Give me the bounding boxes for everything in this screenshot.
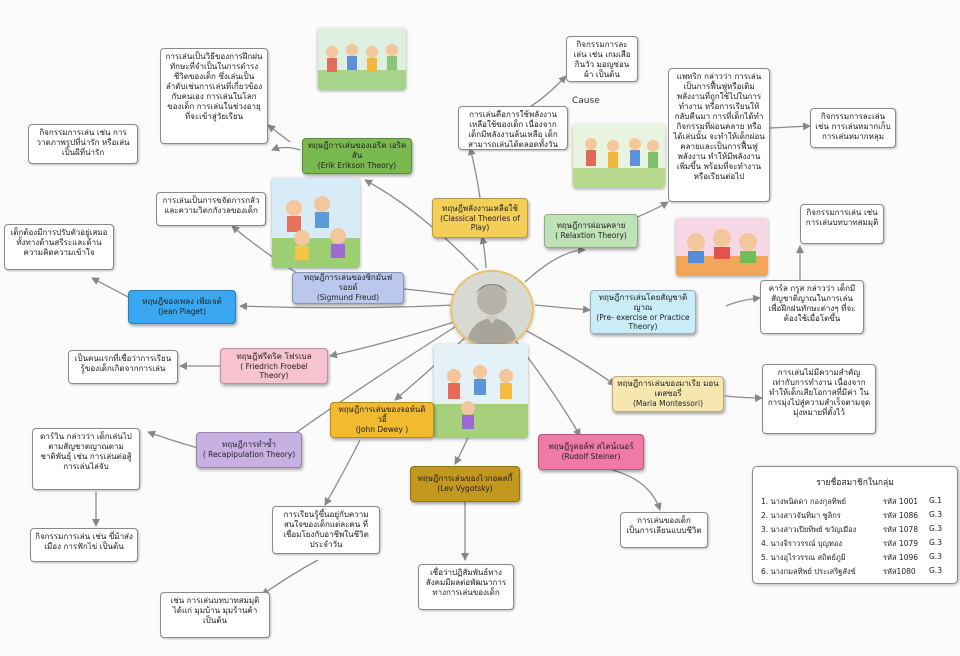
note-preexercise-activity: กิจกรรมการเล่น เช่น การเล่นบทบาทสมมุติ: [800, 204, 884, 244]
theory-relaxation-title: ทฤษฎีการผ่อนคลาย: [556, 221, 626, 231]
member-row: 6. นางกมลทิพย์ ประเสริฐสังข์ รหัส1080 G.…: [753, 565, 957, 579]
theory-piaget-subtitle: (Jean Piaget): [158, 307, 206, 317]
theory-froebel-subtitle: ( Friedrich Froebel Theory): [240, 361, 308, 380]
note-montessori-main: การเล่นไม่มีความสำคัญเท่ากับการทำงาน เนื…: [762, 364, 876, 434]
note-recap-activity: กิจกรรมการเล่น เช่น ขี่ม้าส่งเมือง การฟั…: [30, 528, 138, 562]
note-erikson-activity: กิจกรรมการเล่น เช่น การวาดภาพรูปที่น่ารั…: [28, 124, 138, 164]
member-row: 1. นางพนิดดา กองกุลทิพย์ รหัส 1001 G.1: [753, 495, 957, 509]
member-row: 4. นางจิราวรรณ์ บุญทอง รหัส 1079 G.3: [753, 537, 957, 551]
theory-piaget-title: ทฤษฎีของเพลง เพียเจต์: [142, 297, 222, 307]
member-row: 3. นางสาวเปียทิพย์ ขวัญเมือง รหัส 1078 G…: [753, 523, 957, 537]
theory-preexercise-subtitle: (Pre- exercise or Practice Theory): [596, 312, 690, 331]
center-portrait-image: [452, 272, 532, 346]
member-row: 2. นางสาวจันทิมา ชูลิกร รหัส 1086 G.3: [753, 509, 957, 523]
theory-classical-subtitle: (Classical Theories of Play): [440, 213, 520, 232]
note-froebel-main: เป็นคนแรกที่เชื่อว่าการเรียนรู้ของเด็กเก…: [68, 350, 178, 384]
note-freud-main: การเล่นเป็นการขจัดการกลัว และความวิตกกัง…: [156, 192, 266, 226]
note-relaxation-main: แพทริก กล่าวว่า การเล่นเป็นการฟื้นฟูหรือ…: [668, 68, 770, 202]
theory-dewey-title: ทฤษฎีการเล่นของจอห์นดิวอี้: [338, 405, 426, 425]
theory-recapitulation-subtitle: ( Recapipulation Theory): [202, 450, 296, 460]
member-code: รหัส 1096: [883, 553, 919, 562]
theory-relaxation[interactable]: ทฤษฎีการผ่อนคลาย ( Relaxtion Theory): [544, 214, 638, 248]
member-code: รหัส 1079: [883, 539, 919, 548]
member-group: G.3: [929, 538, 942, 547]
member-group: G.1: [929, 496, 942, 505]
theory-steiner-subtitle: (Rudolf Steiner): [561, 452, 621, 462]
puppet-show-illustration: [676, 218, 768, 276]
children-playing-illustration: [318, 28, 406, 90]
note-dewey-main: การเรียนรู้ขึ้นอยู่กับความสนใจของเด็กแต่…: [272, 506, 380, 554]
theory-froebel-title: ทฤษฎีฟรีดริค โฟรเบล: [236, 351, 312, 361]
theory-steiner-title: ทฤษฎีรูดอล์ฟ สไตน์เนอร์: [548, 442, 634, 452]
note-dewey-activity: เช่น การเล่นบทบาทสมมุติได้แก่ มุมบ้าน มุ…: [160, 592, 270, 638]
theory-montessori-subtitle: (Maria Montessori): [632, 399, 703, 409]
member-name: 4. นางจิราวรรณ์ บุญทอง: [761, 539, 843, 548]
theory-dewey-subtitle: (John Dewey ): [355, 425, 409, 435]
theory-freud[interactable]: ทฤษฎีการเล่นของซิกมันฟรอยด์ (Sigmund Fre…: [292, 272, 404, 304]
member-name: 1. นางพนิดดา กองกุลทิพย์: [761, 497, 847, 506]
theory-freud-subtitle: (Sigmund Freud): [316, 293, 380, 303]
children-group-illustration: [272, 178, 360, 268]
member-code: รหัส1080: [883, 567, 916, 576]
theory-erikson-title: ทฤษฎีการเล่นของเอริค เอริคสัน: [307, 141, 407, 161]
note-relaxation-activity: กิจกรรมการละเล่น เช่น การเล่นหมากเก็บ กา…: [810, 108, 896, 148]
note-classical-main: การเล่นคือการใช้พลังงานเหลือใช้ของเด็ก เ…: [458, 106, 568, 150]
member-group: G.3: [929, 510, 942, 519]
member-code: รหัส 1078: [883, 525, 919, 534]
member-name: 2. นางสาวจันทิมา ชูลิกร: [761, 511, 841, 520]
note-preexercise-main: คาร์ล กรูส กล่าวว่า เด็กมีสัญชาติญาณในกา…: [760, 280, 864, 334]
members-title: รายชื่อสมาชิกในกลุ่ม: [816, 478, 894, 488]
theory-classical[interactable]: ทฤษฎีพลังงานเหลือใช้ (Classical Theories…: [432, 198, 528, 238]
theory-recapitulation-title: ทฤษฎีการทำซ้ำ: [221, 440, 277, 450]
note-vygotsky-main: เชื่อว่าปฏิสัมพันธ์ทางสังคมมีผลต่อพัฒนาก…: [418, 564, 514, 610]
theory-erikson-subtitle: (Erik Erikson Theory): [317, 161, 397, 171]
member-name: 3. นางสาวเปียทิพย์ ขวัญเมือง: [761, 525, 857, 534]
note-steiner-main: การเล่นของเด็กเป็นการเลียนแบบชีวิต: [620, 512, 708, 548]
theory-preexercise-title: ทฤษฎีการเล่นโดยสัญชาติญาณ: [598, 292, 688, 312]
theory-preexercise[interactable]: ทฤษฎีการเล่นโดยสัญชาติญาณ (Pre- exercise…: [590, 290, 696, 334]
group-members-panel: รายชื่อสมาชิกในกลุ่ม 1. นางพนิดดา กองกุล…: [752, 466, 958, 584]
theory-relaxation-subtitle: ( Relaxtion Theory): [555, 231, 627, 241]
theory-erikson[interactable]: ทฤษฎีการเล่นของเอริค เอริคสัน (Erik Erik…: [302, 138, 412, 174]
theory-vygotsky[interactable]: ทฤษฎีการเล่นของไวกอตสกี้ (Lev Vygotsky): [410, 466, 520, 502]
note-recap-main: ดาร์วิน กล่าวว่า เด็กเล่นไปตามสัญชาตญาณต…: [32, 428, 140, 490]
member-group: G.3: [929, 524, 942, 533]
member-code: รหัส 1086: [883, 511, 919, 520]
member-name: 6. นางกมลทิพย์ ประเสริฐสังข์: [761, 567, 856, 576]
theory-froebel[interactable]: ทฤษฎีฟรีดริค โฟรเบล ( Friedrich Froebel …: [220, 348, 328, 384]
member-code: รหัส 1001: [883, 497, 919, 506]
member-row: 5. นางอุไรวรรณ สถิตย์ภูมิ รหัส 1096 G.3: [753, 551, 957, 565]
member-group: G.3: [929, 552, 942, 561]
theory-classical-title: ทฤษฎีพลังงานเหลือใช้: [442, 203, 518, 213]
note-erikson-main: การเล่นเป็นวิธีของการฝึกฝนทักษะที่จำเป็น…: [160, 48, 268, 144]
theory-piaget[interactable]: ทฤษฎีของเพลง เพียเจต์ (Jean Piaget): [128, 290, 236, 324]
theory-recapitulation[interactable]: ทฤษฎีการทำซ้ำ ( Recapipulation Theory): [196, 432, 302, 468]
theory-freud-title: ทฤษฎีการเล่นของซิกมันฟรอยด์: [303, 273, 393, 293]
cause-label: Cause: [572, 96, 600, 106]
theory-vygotsky-subtitle: (Lev Vygotsky): [437, 484, 493, 494]
theory-steiner[interactable]: ทฤษฎีรูดอล์ฟ สไตน์เนอร์ (Rudolf Steiner): [538, 434, 644, 470]
note-classical-activity: กิจกรรมการละเล่น เช่น เกมเสือกินวัว มอญซ…: [566, 36, 638, 82]
theory-montessori[interactable]: ทฤษฎีการเล่นของมาเรีย มอนเตสซอรี่ (Maria…: [612, 376, 724, 412]
note-piaget-main: เด็กต้องมีการปรับตัวอยู่เสมอทั้งทางด้านส…: [4, 224, 114, 270]
outdoor-play-illustration: [434, 344, 528, 438]
member-group: G.3: [929, 566, 942, 575]
kids-game-illustration: [573, 124, 665, 188]
theory-montessori-title: ทฤษฎีการเล่นของมาเรีย มอนเตสซอรี่: [617, 379, 719, 399]
theory-vygotsky-title: ทฤษฎีการเล่นของไวกอตสกี้: [417, 474, 513, 484]
member-name: 5. นางอุไรวรรณ สถิตย์ภูมิ: [761, 553, 846, 562]
theory-dewey[interactable]: ทฤษฎีการเล่นของจอห์นดิวอี้ (John Dewey ): [330, 402, 434, 438]
